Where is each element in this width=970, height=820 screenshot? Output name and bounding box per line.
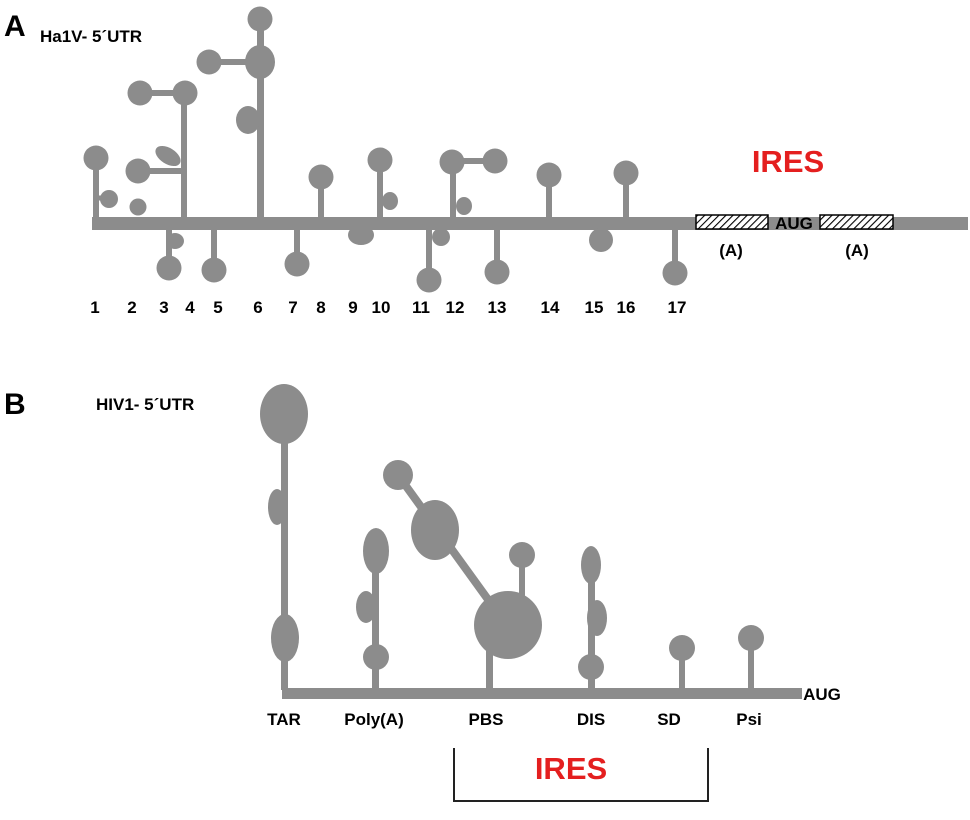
feature-label-tar: TAR: [267, 710, 301, 729]
feature-label-dis: DIS: [577, 710, 605, 729]
stem-4: [125, 80, 198, 218]
panel-b-title: HIV1- 5´UTR: [96, 395, 194, 414]
ires-bracket: [453, 748, 709, 802]
pbs-structure: [383, 460, 542, 690]
stem-12: [439, 148, 508, 218]
stem-7: [284, 228, 310, 277]
stem-number: 17: [668, 298, 687, 317]
stem-8: [308, 164, 334, 218]
panel-b-letter: B: [4, 388, 26, 421]
hatched-polya-region-2: [819, 214, 894, 230]
stem-number: 15: [585, 298, 604, 317]
aug-label-a: AUG: [775, 214, 813, 233]
hiv1-rna-backbone: [282, 688, 802, 699]
stem-number: 10: [372, 298, 391, 317]
stem-number: 4: [185, 298, 195, 317]
polya-label-1: (A): [719, 241, 743, 260]
stem-5: [201, 228, 227, 283]
stem-number: 3: [159, 298, 168, 317]
stem-14: [536, 162, 562, 218]
hatched-polya-region-1: [695, 214, 769, 230]
stem-16: [613, 160, 639, 218]
stem-13: [484, 228, 510, 285]
polya-hairpin: [356, 528, 389, 690]
stem-number-labels: 1 2 3 4 5 6 7 8 9 10 11 12 13 14 15 16 1…: [90, 298, 686, 317]
dis-hairpin: [578, 546, 607, 690]
stem-number: 16: [617, 298, 636, 317]
feature-label-pbs: PBS: [469, 710, 504, 729]
panel-b: B HIV1- 5´UTR: [4, 384, 841, 802]
stem-6: [196, 6, 275, 218]
stem-number: 7: [288, 298, 297, 317]
panel-a-title: Ha1V- 5´UTR: [40, 27, 142, 46]
feature-label-polya: Poly(A): [344, 710, 404, 729]
stem-number: 8: [316, 298, 325, 317]
stem-10: [367, 147, 398, 218]
stem-number: 13: [488, 298, 507, 317]
stem-number: 2: [127, 298, 136, 317]
stem-number: 14: [541, 298, 560, 317]
aug-label-b: AUG: [803, 685, 841, 704]
stem-17: [662, 228, 688, 286]
stem-number: 12: [446, 298, 465, 317]
sd-hairpin: [669, 635, 695, 690]
stem-1: [83, 145, 118, 218]
stem-9: [348, 225, 374, 245]
tar-hairpin: [260, 384, 308, 690]
polya-label-2: (A): [845, 241, 869, 260]
stem-number: 11: [412, 298, 430, 317]
panel-a: A Ha1V- 5´UTR: [4, 6, 968, 317]
stem-3: [156, 228, 184, 281]
stem-number: 6: [253, 298, 262, 317]
feature-label-psi: Psi: [736, 710, 762, 729]
ires-label-b: IRES: [535, 751, 607, 786]
stem-number: 9: [348, 298, 357, 317]
stem-number: 1: [90, 298, 99, 317]
psi-hairpin: [738, 625, 764, 690]
stem-number: 5: [213, 298, 222, 317]
stem-15: [589, 228, 613, 252]
stem-11: [416, 228, 450, 293]
feature-label-sd: SD: [657, 710, 681, 729]
ires-label-a: IRES: [752, 144, 824, 179]
stem-2: [129, 198, 147, 216]
panel-a-letter: A: [4, 10, 26, 43]
